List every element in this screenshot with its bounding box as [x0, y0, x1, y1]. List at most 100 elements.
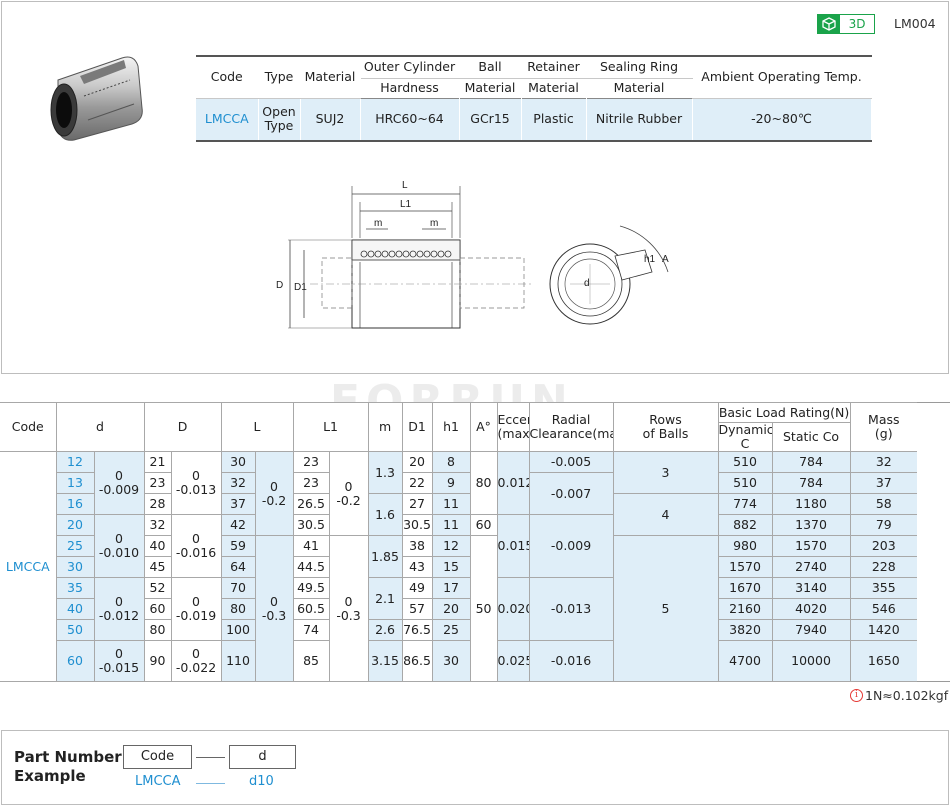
D-tol-upper: 0 — [192, 646, 200, 661]
dim-header-eccentricity-line1: Eccentricity — [497, 412, 528, 427]
d-value-link[interactable]: 16 — [55, 493, 95, 515]
D1-value: 20 — [401, 451, 433, 473]
dynamic-value: 510 — [717, 451, 773, 473]
spec-code-link[interactable]: LMCCA — [196, 98, 259, 142]
part-number-title: Part Number Example — [14, 748, 122, 786]
D-value: 45 — [143, 556, 172, 578]
part-number-example-d: d10 — [249, 774, 274, 789]
spec-header-ambient: Ambient Operating Temp. — [692, 55, 872, 99]
d-tolerance: 0-0.012 — [93, 577, 145, 641]
d-tol-lower: -0.010 — [98, 545, 140, 560]
h1-value: 25 — [431, 619, 471, 641]
dim-header-rows: Rows of Balls — [612, 402, 719, 452]
d-value-link[interactable]: 25 — [55, 535, 95, 557]
spec-material: SUJ2 — [300, 98, 361, 142]
dynamic-value: 3820 — [717, 619, 773, 641]
d-value-link[interactable]: 30 — [55, 556, 95, 578]
dynamic-value: 980 — [717, 535, 773, 557]
L-value: 64 — [220, 556, 256, 578]
L-value: 59 — [220, 535, 256, 557]
part-number-panel — [1, 730, 949, 805]
d-tol-lower: -0.012 — [98, 608, 140, 623]
radial-value: -0.013 — [528, 577, 614, 641]
D1-value: 57 — [401, 598, 433, 620]
cube-icon — [818, 15, 840, 33]
dim-header-L1: L1 — [292, 402, 369, 452]
spec-header-material: Material — [300, 55, 361, 99]
D-value: 23 — [143, 472, 172, 494]
radial-value: -0.009 — [528, 514, 614, 578]
dim-header-d: d — [55, 402, 145, 452]
spec-header-ball-material: Material — [459, 78, 522, 98]
L1-value: 23 — [292, 472, 330, 494]
A-value: 80 — [469, 451, 498, 515]
L1-tol-upper: 0 — [344, 478, 353, 494]
A-value: 60 — [469, 514, 498, 536]
dynamic-value: 4700 — [717, 640, 773, 682]
dim-header-eccentricity: Eccentricity (max) — [496, 402, 530, 452]
L-tol-lower: -0.2 — [261, 492, 287, 508]
L-value: 100 — [220, 619, 256, 641]
D1-value: 49 — [401, 577, 433, 599]
static-value: 1570 — [771, 535, 851, 557]
spec-header-type: Type — [258, 55, 301, 99]
spec-header-retainer-material: Material — [521, 78, 587, 98]
L-tolerance: 0-0.2 — [254, 451, 294, 536]
d-tol-lower: -0.015 — [98, 660, 140, 675]
dim-header-eccentricity-line2: (max) — [497, 426, 530, 441]
d-tol-upper: 0 — [115, 468, 123, 483]
3d-model-button[interactable]: 3D — [817, 14, 875, 34]
spec-type-line1: Open — [262, 104, 296, 120]
dynamic-value: 882 — [717, 514, 773, 536]
D-tol-lower: -0.022 — [175, 660, 217, 675]
L1-tolerance: 0-0.2 — [328, 451, 369, 536]
L-value: 32 — [220, 472, 256, 494]
dim-header-load-rating: Basic Load Rating(N) — [717, 402, 851, 423]
L1-value: 30.5 — [292, 514, 330, 536]
dynamic-value: 1570 — [717, 556, 773, 578]
mass-value: 79 — [849, 514, 918, 536]
L1-tol-lower: -0.2 — [336, 492, 361, 508]
static-value: 1180 — [771, 493, 851, 515]
d-value-link[interactable]: 60 — [55, 640, 95, 682]
D-value: 40 — [143, 535, 172, 557]
d-value-link[interactable]: 20 — [55, 514, 95, 536]
D1-value: 22 — [401, 472, 433, 494]
dim-header-mass-line2: (g) — [874, 426, 893, 441]
m-value: 1.6 — [367, 493, 403, 536]
L1-value: 74 — [292, 619, 330, 641]
D-tol-upper: 0 — [192, 468, 200, 483]
L-value: 42 — [220, 514, 256, 536]
d-value-link[interactable]: 40 — [55, 598, 95, 620]
d-value-link[interactable]: 13 — [55, 472, 95, 494]
D1-value: 86.5 — [401, 640, 433, 682]
d-tol-lower: -0.009 — [98, 482, 140, 497]
D-tol-upper: 0 — [192, 594, 200, 609]
product-image — [50, 56, 143, 141]
dim-code: LMCCA — [0, 451, 57, 682]
part-number-example-separator — [196, 783, 225, 784]
D-value: 90 — [143, 640, 172, 682]
D1-value: 43 — [401, 556, 433, 578]
3d-label: 3D — [848, 17, 866, 31]
dynamic-value: 2160 — [717, 598, 773, 620]
L-value: 70 — [220, 577, 256, 599]
d-value-link[interactable]: 50 — [55, 619, 95, 641]
D-value: 32 — [143, 514, 172, 536]
part-number-title-line1: Part Number — [14, 748, 122, 766]
spec-hardness: HRC60~64 — [360, 98, 460, 142]
spec-type: Open Type — [258, 98, 301, 142]
static-value: 784 — [771, 451, 851, 473]
dim-label-L1: L1 — [400, 199, 412, 210]
h1-value: 20 — [431, 598, 471, 620]
radial-value: -0.005 — [528, 451, 614, 473]
spec-header-sealing-ring: Sealing Ring — [586, 55, 693, 79]
d-value-link[interactable]: 35 — [55, 577, 95, 599]
d-tol-upper: 0 — [115, 594, 123, 609]
dim-label-h1: h1 — [644, 254, 656, 265]
dim-header-code: Code — [0, 402, 57, 452]
d-value-link[interactable]: 12 — [55, 451, 95, 473]
mass-value: 32 — [849, 451, 918, 473]
D1-value: 76.5 — [401, 619, 433, 641]
h1-value: 11 — [431, 493, 471, 515]
